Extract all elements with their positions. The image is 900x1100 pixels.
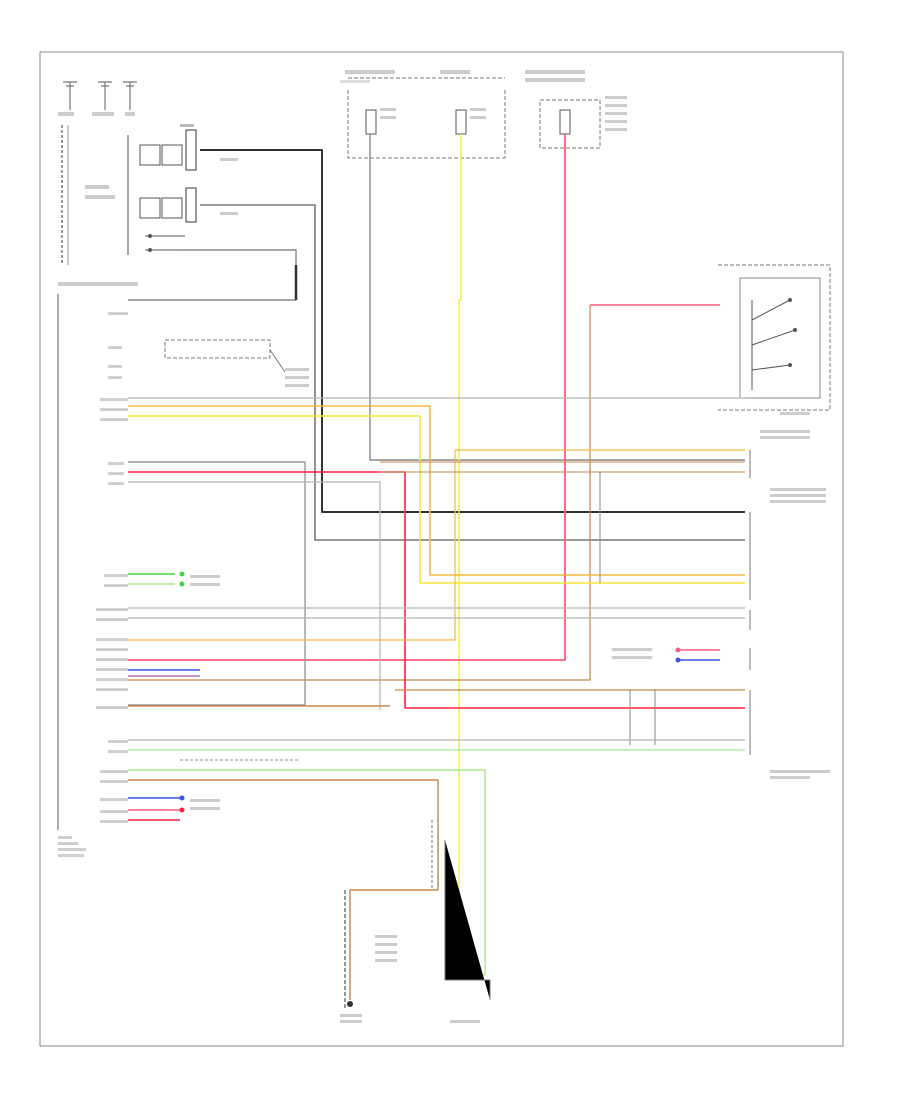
wire-orange-1 <box>128 405 745 576</box>
wire-gray-2 <box>128 461 306 706</box>
wire-pink <box>128 134 566 661</box>
wire-black <box>200 149 745 513</box>
left-pin-labels <box>58 312 128 857</box>
wire-red-1 <box>128 471 745 709</box>
wire-fuse-gray <box>369 134 745 461</box>
fuse-boxes-top <box>340 70 627 159</box>
component-markers <box>164 339 681 1023</box>
wire-gray-amp <box>200 204 745 541</box>
wire-fuse-yellow <box>458 134 462 870</box>
diagram-border <box>39 51 844 1047</box>
wire-gray-amp2 <box>128 249 297 301</box>
steering-switch-box <box>718 264 831 439</box>
antenna-amplifier-group <box>58 81 238 265</box>
wires <box>128 134 745 1000</box>
wire-yellow-1 <box>128 415 745 584</box>
